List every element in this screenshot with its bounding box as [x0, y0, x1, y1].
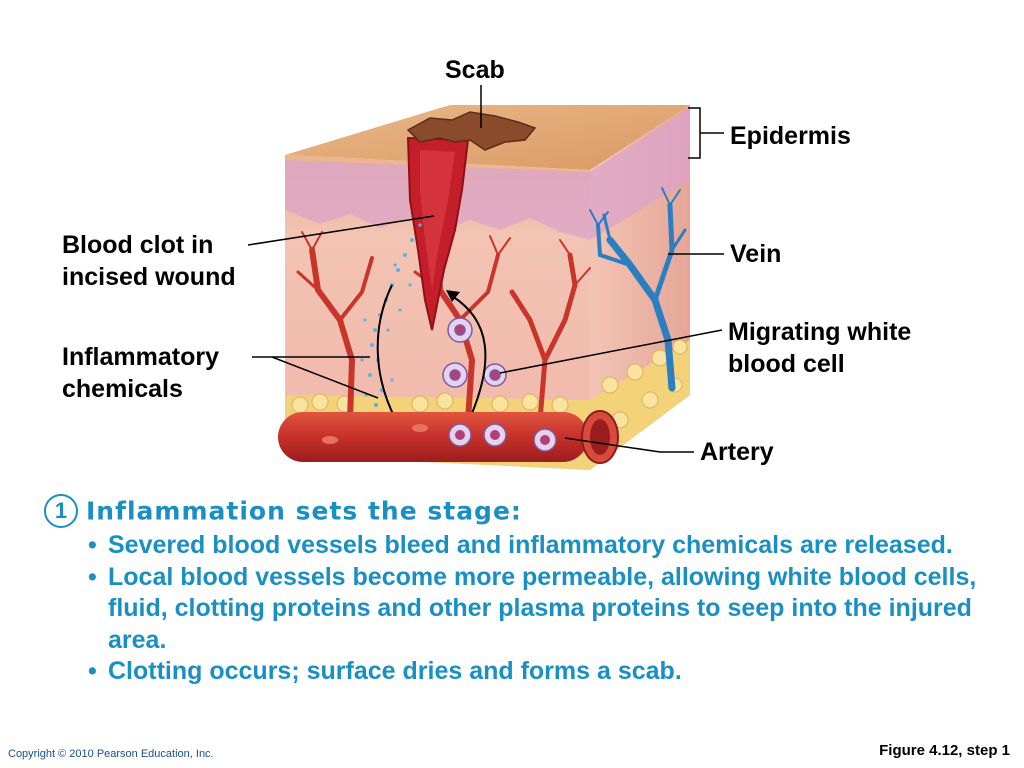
label-blood-clot-line1: Blood clot in — [62, 231, 214, 259]
copyright-text: Copyright © 2010 Pearson Education, Inc. — [8, 748, 214, 760]
label-migrating-wbc-line1: Migrating white — [728, 318, 912, 346]
label-epidermis: Epidermis — [730, 122, 851, 150]
label-migrating-wbc: Migrating white blood cell — [728, 316, 911, 380]
clot-highlight — [420, 150, 455, 290]
migration-arrows — [376, 284, 487, 421]
step-number: 1 — [44, 494, 78, 528]
figure-caption: Figure 4.12, step 1 — [879, 742, 1010, 759]
epidermis-layer — [285, 108, 690, 240]
skin-wound-illustration — [247, 85, 724, 470]
label-migrating-wbc-line2: blood cell — [728, 350, 845, 378]
label-artery: Artery — [700, 438, 774, 466]
label-blood-clot: Blood clot in incised wound — [62, 229, 236, 293]
label-inflammatory-line1: Inflammatory — [62, 343, 219, 371]
label-inflammatory-line2: chemicals — [62, 375, 183, 403]
label-blood-clot-line2: incised wound — [62, 263, 236, 291]
bullet-item: Local blood vessels become more permeabl… — [88, 562, 1008, 657]
label-scab: Scab — [445, 56, 505, 84]
white-blood-cells — [442, 317, 507, 388]
bullet-item: Severed blood vessels bleed and inflamma… — [88, 530, 1008, 562]
label-inflammatory: Inflammatory chemicals — [62, 341, 219, 405]
vein-vessel — [589, 187, 687, 392]
step-heading-text: Inflammation sets the stage: — [86, 496, 522, 526]
step-bullet-list: Severed blood vessels bleed and inflamma… — [88, 530, 1008, 688]
step-heading: 1 Inflammation sets the stage: — [44, 494, 522, 528]
bullet-item: Clotting occurs; surface dries and forms… — [88, 656, 1008, 688]
artery-vessel — [278, 410, 619, 464]
scab — [406, 111, 537, 151]
label-vein: Vein — [730, 240, 782, 268]
leader-lines — [247, 85, 724, 453]
arrowhead-up — [446, 290, 460, 302]
